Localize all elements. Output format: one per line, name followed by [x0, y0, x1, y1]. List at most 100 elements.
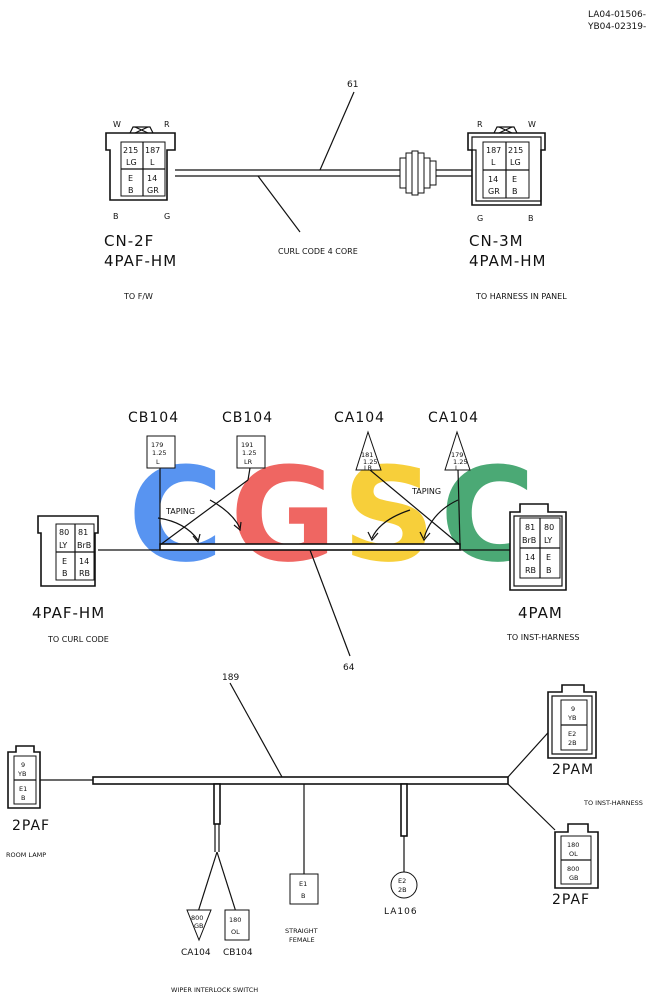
cn2f-pin1-num: 215	[123, 146, 138, 155]
pam-pin4-color: B	[546, 566, 552, 575]
pam-pin4-num: E	[546, 553, 551, 562]
pam-type: 4PAM	[518, 604, 563, 622]
pam-destination: TO INST-HARNESS	[506, 633, 579, 642]
cn3m-type: 4PAM-HM	[469, 252, 546, 270]
cn3m-bottom-right: B	[528, 214, 534, 223]
wiper-cb-color: OL	[231, 928, 240, 936]
taping-right-label: TAPING	[411, 487, 441, 496]
wiper-cb-name: CB104	[223, 948, 253, 958]
cn3m-name: CN-3M	[469, 232, 524, 250]
cn3m-top-right: W	[528, 120, 536, 129]
tag1-cb104-179: 179 1.25 L	[146, 435, 176, 545]
tag1-sub: 1.25	[152, 449, 166, 457]
section-2: CB104 CB104 CA104 CA104 64 179 1.25 L 19…	[32, 410, 579, 673]
straight-label-2: FEMALE	[289, 936, 315, 944]
pam-pin1-color: BrB	[522, 536, 536, 545]
wiper-ca-name: CA104	[181, 948, 211, 958]
paf-hm-pin3-color: B	[62, 569, 68, 578]
wire-number-61: 61	[347, 80, 358, 90]
watermark-letter-s: S	[342, 439, 436, 591]
paf2-type: 2PAF	[552, 892, 590, 908]
tag1-name: CB104	[128, 410, 179, 426]
cn2f-pin1-color: LG	[126, 158, 137, 167]
cn2f-destination: TO F/W	[123, 292, 153, 301]
taping-right: TAPING	[367, 487, 459, 542]
wiper-cb-num: 180	[229, 916, 241, 924]
taping-left: TAPING	[157, 499, 242, 544]
wiper-ca104-tag: 800 GB	[186, 909, 212, 942]
pam2-num: 9	[571, 705, 575, 713]
pam-pin2-color: LY	[544, 536, 552, 545]
paf-hm-pin2-color: BrB	[77, 541, 91, 550]
tag3-color: LR	[364, 464, 373, 472]
paf-hm-destination: TO CURL CODE	[47, 635, 109, 644]
cn3m-top-left: R	[477, 120, 483, 129]
paf2-color2: GB	[569, 874, 579, 882]
wire-label-curl-code: CURL CODE 4 CORE	[278, 247, 358, 256]
tag3-ca104-181: 181 1.25 LR	[355, 430, 461, 546]
wiper-ca-color: GB	[194, 922, 204, 930]
cn2f-bottom-left: B	[113, 212, 119, 221]
pam2-type: 2PAM	[552, 762, 594, 778]
straight-label-1: STRAIGHT	[285, 927, 318, 935]
cn3m-pin2-color: LG	[510, 158, 521, 167]
room-num2: E1	[19, 785, 27, 793]
la106-name: LA106	[384, 907, 418, 917]
la106-num: E2	[398, 877, 406, 885]
tag3-num: 181	[361, 451, 373, 459]
la106-round-connector: E2 2B	[390, 871, 418, 899]
cn2f-pin3-num: E	[128, 174, 133, 183]
paf2-num: 180	[567, 841, 579, 849]
pam2-num2: E2	[568, 730, 576, 738]
cn3m-pin4-color: B	[512, 187, 518, 196]
pam-pin3-color: RB	[525, 566, 536, 575]
tag4-sub: 1.25	[453, 458, 467, 466]
connector-2paf-right: 180 OL 800 GB	[554, 823, 599, 889]
connector-cn-3m: 187 L 215 LG 14 GR E B R W G B	[467, 120, 546, 223]
harness-189	[92, 776, 509, 785]
branch-2pam	[507, 724, 556, 778]
wire-number-189: 189	[222, 673, 239, 683]
pam-pin1-num: 81	[525, 523, 535, 532]
pam-pin3-num: 14	[525, 553, 535, 562]
pam2-color2: 2B	[568, 739, 577, 747]
cn2f-type: 4PAF-HM	[104, 252, 177, 270]
cn2f-pin4-num: 14	[147, 174, 157, 183]
cn2f-top-left: W	[113, 120, 121, 129]
connector-2pam: 9 YB E2 2B	[547, 684, 597, 759]
cn2f-name: CN-2F	[104, 232, 154, 250]
doc-code-2: YB04-02319-	[587, 22, 646, 32]
to-inst-harness: TO INST-HARNESS	[583, 799, 643, 807]
tag4-ca104-179: 179 1.25 L	[444, 430, 471, 546]
straight-female: E1 B	[289, 873, 319, 905]
cn3m-pin1-num: 187	[486, 146, 501, 155]
cn2f-bottom-right: G	[164, 212, 170, 221]
room-color2: B	[21, 794, 25, 802]
cn3m-pin2-num: 215	[508, 146, 523, 155]
paf2-color: OL	[569, 850, 578, 858]
cn2f-top-right: R	[164, 120, 170, 129]
tag2-name: CB104	[222, 410, 273, 426]
section-3: 189 9 YB E1 B 2PAF ROOM LAMP	[6, 673, 643, 994]
paf2-num2: 800	[567, 865, 579, 873]
connector-4pam: 81 BrB 80 LY 14 RB E B	[509, 503, 567, 591]
tag1-color: L	[156, 458, 160, 466]
tag1-num: 179	[151, 441, 163, 449]
straight-num: E1	[299, 880, 307, 888]
room-lamp-label: ROOM LAMP	[6, 851, 46, 859]
tag3-sub: 1.25	[363, 458, 377, 466]
cn2f-pin2-num: 187	[145, 146, 160, 155]
paf-hm-pin2-num: 81	[78, 528, 88, 537]
tag4-color: L	[455, 464, 459, 472]
paf-hm-pin1-color: LY	[59, 541, 67, 550]
connector-cn-2f: 215 LG 187 L E B 14 GR W R B G	[105, 120, 176, 221]
cn2f-pin3-color: B	[128, 186, 134, 195]
room-num: 9	[21, 761, 25, 769]
wire-number-64: 64	[343, 663, 355, 673]
room-type: 2PAF	[12, 818, 50, 834]
room-color: YB	[17, 770, 26, 778]
wiper-ca-num: 800	[191, 914, 203, 922]
doc-code-1: LA04-01506-	[588, 10, 646, 20]
tag2-num: 191	[241, 441, 253, 449]
paf-hm-pin4-num: 14	[79, 557, 89, 566]
